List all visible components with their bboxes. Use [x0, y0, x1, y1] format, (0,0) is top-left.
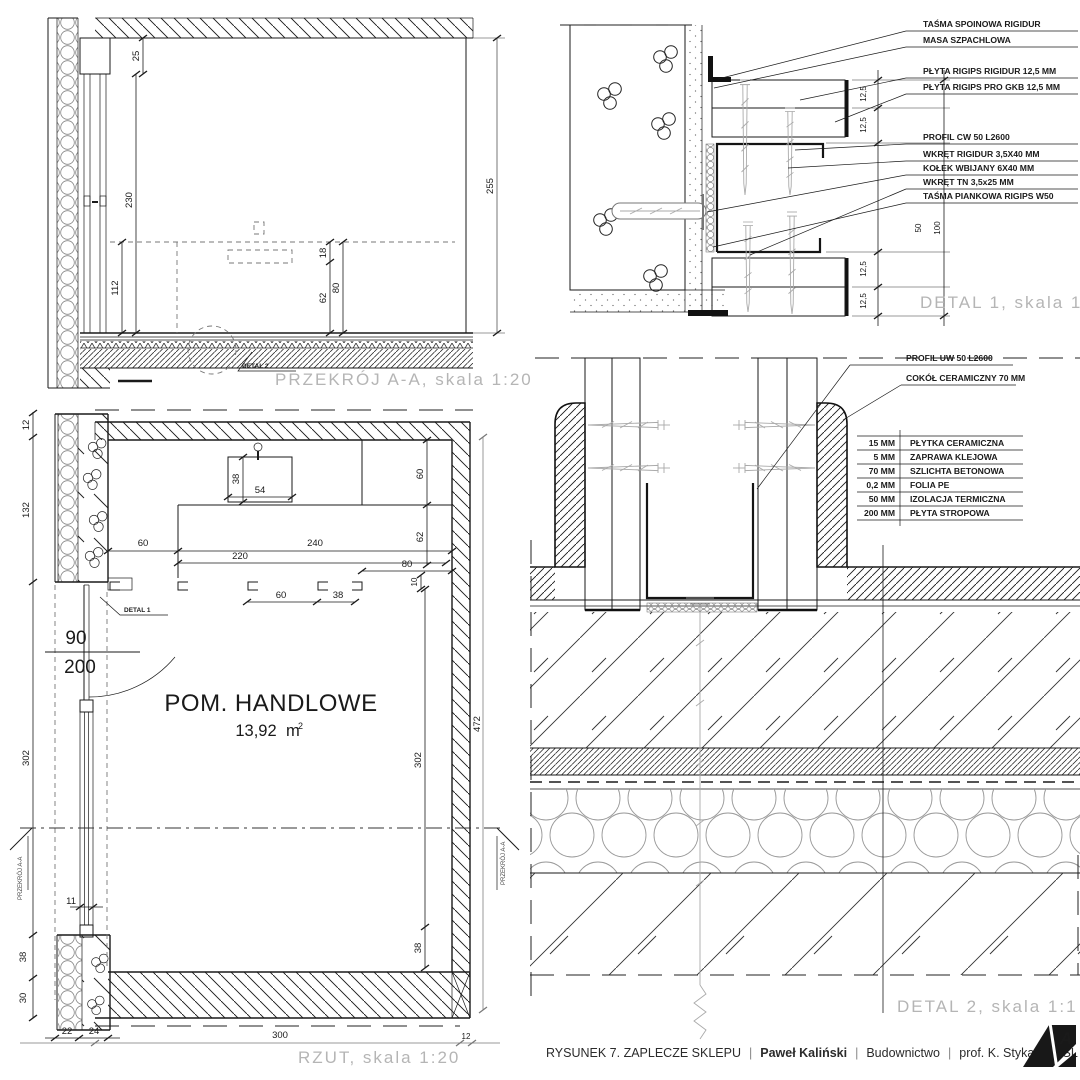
callout-label: PŁYTA RIGIPS RIGIDUR 12,5 MM	[923, 66, 1056, 76]
dim-label: 38	[231, 474, 242, 485]
dim-label: 100	[933, 221, 942, 235]
section-title: PRZEKRÓJ A-A, skala 1:20	[275, 370, 533, 389]
room-name: POM. HANDLOWE	[164, 690, 377, 717]
table-cell: 50 MM	[869, 494, 895, 504]
detail2-flag: DETAL 2	[242, 363, 269, 370]
layers-table: 15 MM PŁYTKA CERAMICZNA 5 MM ZAPRAWA KLE…	[857, 430, 1023, 526]
professor: prof. K. Styka	[959, 1046, 1035, 1060]
dim-label: 62	[415, 532, 426, 543]
detail1-flag: DETAL 1	[124, 607, 151, 614]
dim-label: 38	[333, 590, 344, 601]
table-cell: FOLIA PE	[910, 480, 950, 490]
dim-label: 50	[914, 223, 923, 232]
table-cell: ZAPRAWA KLEJOWA	[910, 452, 998, 462]
dim-label: 62	[318, 293, 329, 304]
table-cell: PŁYTKA CERAMICZNA	[910, 438, 1004, 448]
detail2-title: DETAL 2, skala 1:1	[897, 997, 1078, 1016]
dim-label: 300	[272, 1030, 288, 1041]
dim-label: 132	[21, 502, 32, 518]
dim-label: 80	[402, 559, 413, 570]
dim-label: 11	[66, 896, 76, 907]
dim-label: 12	[21, 420, 32, 431]
subject: Budownictwo	[866, 1046, 940, 1060]
callout-label: TAŚMA SPOINOWA RIGIDUR	[923, 18, 1041, 29]
dim-label: 60	[276, 590, 287, 601]
dim-label: 12,5	[859, 293, 868, 309]
callout-label: PŁYTA RIGIPS PRO GKB 12,5 MM	[923, 82, 1060, 92]
plan-view: 11 38 54 60 240 220 80 60 38 60 62 10 30…	[9, 409, 520, 1067]
callout-label: WKRĘT RIGIDUR 3,5X40 MM	[923, 149, 1040, 159]
door-width: 90	[65, 628, 86, 649]
table-cell: SZLICHTA BETONOWA	[910, 466, 1004, 476]
dim-label: 24	[89, 1026, 100, 1037]
dim-label: 220	[232, 551, 248, 562]
table-cell: IZOLACJA TERMICZNA	[910, 494, 1006, 504]
dim-label: 10	[410, 577, 419, 586]
table-cell: 15 MM	[869, 438, 895, 448]
dim-label: 80	[331, 283, 342, 294]
dim-label: 12,5	[859, 261, 868, 277]
dim-label: 30	[18, 993, 29, 1004]
dim-label: 12	[462, 1032, 471, 1041]
dim-label: 12,5	[859, 117, 868, 133]
drawing-title: RYSUNEK 7. ZAPLECZE SKLEPU	[546, 1046, 741, 1060]
section-view: 112 230 25 18 62 80 255 DETAL 2 PRZEKRÓJ…	[47, 17, 533, 389]
dim-label: 230	[124, 192, 135, 208]
callout-label: COKÓŁ CERAMICZNY 70 MM	[906, 372, 1025, 383]
section-marker-right: PRZEKRÓJ A-A	[500, 842, 507, 885]
room-area: 13,92	[235, 722, 276, 740]
title-block: RYSUNEK 7. ZAPLECZE SKLEPU | Paweł Kalińsk…	[546, 1046, 1080, 1060]
callout-label: TAŚMA PIANKOWA RIGIPS W50	[923, 190, 1054, 201]
plan-title: RZUT, skala 1:20	[298, 1048, 460, 1067]
dim-label: 472	[472, 716, 483, 732]
dim-label: 60	[415, 469, 426, 480]
dim-label: 255	[485, 178, 496, 194]
dim-label: 38	[413, 943, 424, 954]
detail1-view: 12,5 12,5 50 12,5 12,5 100 TAŚMA SPOINOW…	[560, 18, 1080, 326]
callout-label: PROFIL UW 50 L2600	[906, 353, 993, 363]
dim-label: 60	[138, 538, 149, 549]
dim-label: 12,5	[859, 86, 868, 102]
table-cell: 5 MM	[874, 452, 895, 462]
dim-label: 25	[131, 51, 142, 62]
faculty-logo: A	[1023, 1022, 1076, 1070]
dim-label: 112	[110, 280, 121, 295]
dim-label: 18	[318, 248, 329, 259]
dim-label: 38	[18, 952, 29, 963]
dim-label: 54	[255, 485, 266, 496]
dim-label: 22	[62, 1026, 73, 1037]
callout-label: MASA SZPACHLOWA	[923, 35, 1011, 45]
separator: |	[748, 1046, 753, 1060]
table-cell: 200 MM	[864, 508, 895, 518]
author: Paweł Kaliński	[760, 1046, 848, 1060]
detail1-title: DETAL 1, skala 1:1	[920, 293, 1080, 312]
table-cell: 0,2 MM	[866, 480, 895, 490]
section-marker-left: PRZEKRÓJ A-A	[17, 857, 24, 900]
logo-letter: A	[1059, 1029, 1072, 1048]
dim-label: 302	[21, 750, 32, 766]
room-area-sup: 2	[298, 721, 303, 731]
table-cell: 70 MM	[869, 466, 895, 476]
callout-label: KOŁEK WBIJANY 6X40 MM	[923, 163, 1034, 173]
callout-label: WKRĘT TN 3,5x25 MM	[923, 177, 1014, 187]
dim-label: 240	[307, 538, 323, 549]
detail2-view: PROFIL UW 50 L2600 COKÓŁ CERAMICZNY 70 M…	[530, 353, 1080, 1040]
room-area-unit: m	[286, 722, 300, 740]
dim-label: 302	[413, 752, 424, 768]
door-height: 200	[64, 657, 96, 678]
separator: |	[948, 1046, 952, 1060]
separator: |	[855, 1046, 859, 1060]
table-cell: PŁYTA STROPOWA	[910, 508, 990, 518]
callout-label: PROFIL CW 50 L2600	[923, 132, 1010, 142]
